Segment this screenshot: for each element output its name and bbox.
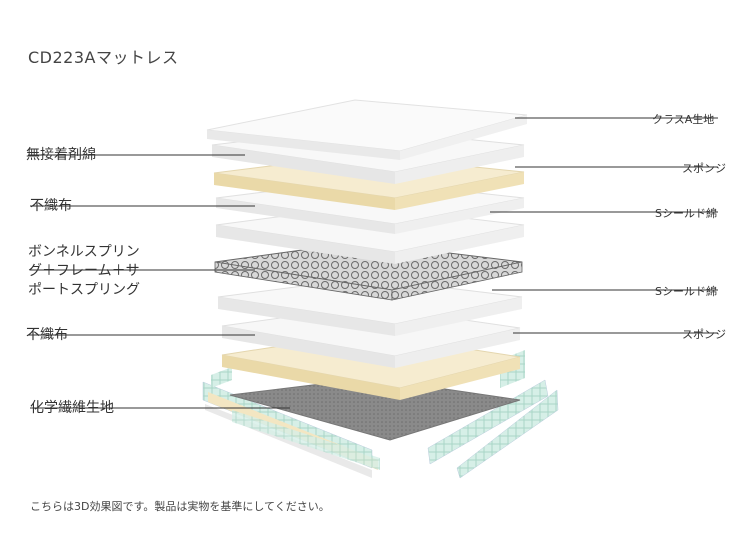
layer-class-a-fabric	[206, 99, 528, 160]
label-nonwoven-bottom: 不織布	[26, 327, 68, 343]
label-sponge-bottom: スポンジ	[682, 328, 726, 341]
label-spring-line-2: グ＋フレーム＋サ	[28, 263, 140, 279]
page-title: CD223Aマットレス	[28, 48, 179, 67]
label-chemical-fabric: 化学繊維生地	[30, 400, 114, 416]
label-class-a-fabric: クラスA生地	[652, 113, 715, 126]
label-s-shield-top: Sシールド綿	[655, 207, 717, 220]
label-nonwoven-top: 不織布	[30, 198, 72, 214]
footnote: こちらは3D効果図です。製品は実物を基準にしてください。	[30, 500, 330, 513]
layer-s-shield-bottom	[217, 277, 523, 336]
label-sponge-top: スポンジ	[682, 162, 726, 175]
label-spring-line-3: ポートスプリング	[28, 282, 140, 298]
label-s-shield-bottom: Sシールド綿	[655, 285, 717, 298]
layer-bonnell-spring	[214, 241, 523, 301]
label-spring-line-1: ボンネルスプリン	[28, 244, 140, 260]
label-nonadhesive-cotton: 無接着剤綿	[26, 147, 96, 163]
leader-lines	[28, 117, 718, 409]
